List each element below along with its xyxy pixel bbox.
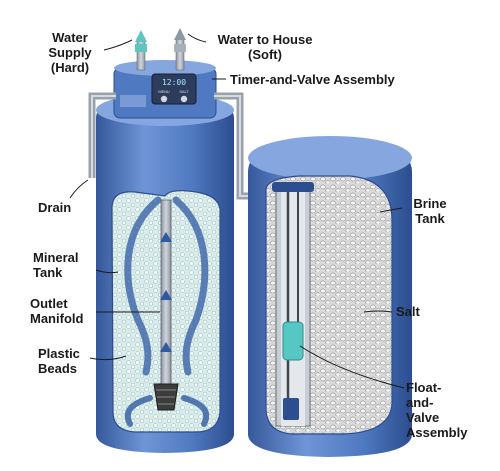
house-pipe (175, 37, 185, 71)
supply-arrow (135, 30, 147, 42)
label-water-to-house-line1: Water to House (217, 32, 313, 47)
label-brine-tank-line2: Tank (415, 211, 445, 226)
label-outlet-manifold-line1: Outlet (30, 296, 68, 311)
label-water-supply: Water Supply (Hard) (36, 30, 104, 75)
label-plastic-beads: Plastic Beads (38, 346, 80, 376)
label-drain-text: Drain (38, 200, 72, 215)
supply-pipe (136, 37, 146, 71)
label-brine-tank: Brine Tank (402, 196, 458, 226)
leader-float-valve (299, 345, 405, 389)
float-valve-body (283, 398, 299, 420)
leader-mineral-tank (95, 269, 119, 274)
label-water-supply-line3: (Hard) (50, 60, 90, 75)
label-brine-tank-line1: Brine (413, 196, 447, 211)
leader-drain (69, 179, 89, 199)
label-water-to-house-line2: (Soft) (248, 47, 282, 62)
leader-plastic-beads (89, 355, 127, 361)
leader-brine-tank (379, 207, 403, 213)
flow-arrow-bottom-right (181, 395, 210, 427)
flow-arrow-left (124, 196, 162, 376)
label-mineral-tank: Mineral Tank (33, 250, 79, 280)
timer-valve-assembly: 12:00 MENU SALT (113, 60, 217, 119)
label-water-supply-line2: Supply (48, 45, 92, 60)
label-plastic-beads-line2: Beads (38, 361, 78, 376)
outlet-manifold-arrow-2 (160, 290, 172, 300)
label-timer-valve: Timer-and-Valve Assembly (230, 72, 395, 87)
label-salt-text: Salt (396, 304, 420, 319)
label-mineral-tank-line2: Tank (33, 265, 63, 280)
valve-button-label-right: SALT (179, 90, 189, 94)
float (282, 321, 304, 361)
label-float-valve-line3: Valve (406, 410, 440, 425)
label-salt: Salt (396, 304, 420, 319)
label-float-valve-line2: and- (406, 395, 434, 410)
leader-water-to-house (187, 33, 207, 43)
label-float-valve: Float- and- Valve Assembly (406, 380, 467, 440)
valve-display-readout: 12:00 (162, 78, 186, 87)
valve-button-label-left: MENU (158, 90, 169, 94)
mineral-tank (96, 94, 234, 453)
leader-lines (69, 33, 405, 389)
label-mineral-tank-line1: Mineral (33, 250, 79, 265)
label-timer-valve-text: Timer-and-Valve Assembly (230, 72, 395, 87)
label-float-valve-line4: Assembly (406, 425, 468, 440)
house-arrow (174, 28, 186, 40)
label-float-valve-line1: Float- (406, 380, 442, 395)
outlet-manifold-arrow-3 (160, 342, 172, 352)
label-plastic-beads-line1: Plastic (38, 346, 80, 361)
label-water-supply-line1: Water (52, 30, 88, 45)
label-water-to-house: Water to House (Soft) (206, 32, 324, 62)
brine-tank (248, 136, 412, 457)
label-drain: Drain (38, 200, 71, 215)
label-outlet-manifold-line2: Manifold (30, 311, 84, 326)
leader-water-supply (103, 39, 133, 51)
flow-arrow-bottom-left (124, 395, 153, 427)
valve-panel-decal (120, 95, 146, 107)
brine-tank-top (248, 136, 412, 180)
flow-arrow-right (172, 196, 209, 376)
label-outlet-manifold: Outlet Manifold (30, 296, 83, 326)
brine-well-cap (272, 182, 314, 192)
valve-button-left (160, 95, 168, 103)
outlet-manifold-arrow-1 (160, 232, 172, 242)
valve-button-right (180, 95, 188, 103)
leader-salt (363, 310, 393, 313)
